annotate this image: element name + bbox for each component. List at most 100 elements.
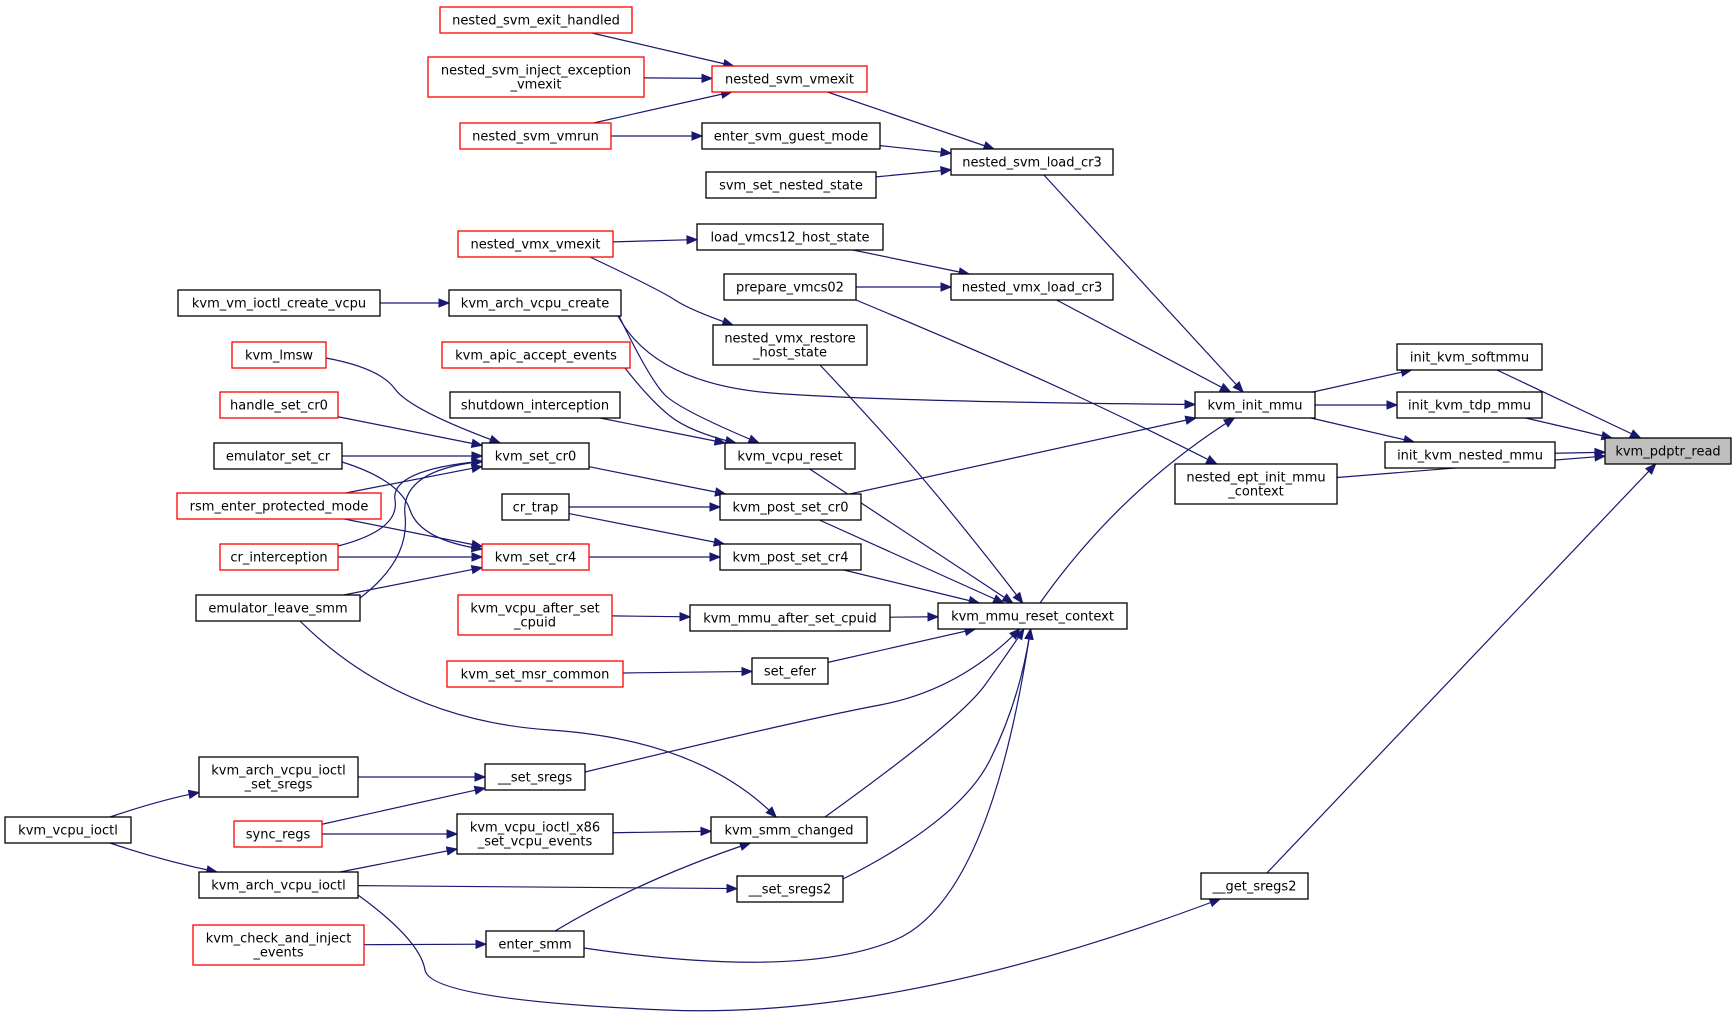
node-label: init_kvm_nested_mmu — [1397, 449, 1543, 464]
node-rsm_enter_protected_mode[interactable]: rsm_enter_protected_mode — [176, 492, 382, 520]
edge-kvm_vcpu_ioctl_x86_set_vcpu_events-to-kvm_smm_changed — [612, 830, 712, 834]
edge-emulator_leave_smm-to-kvm_set_cr4 — [343, 567, 483, 596]
node-kvm_vcpu_ioctl[interactable]: kvm_vcpu_ioctl — [4, 816, 132, 844]
arrowhead-icon — [446, 829, 459, 839]
node-kvm_vcpu_ioctl_x86_set_vcpu_events[interactable]: kvm_vcpu_ioctl_x86_set_vcpu_events — [456, 813, 614, 855]
node-label: sync_regs — [246, 828, 311, 843]
node-label: kvm_vcpu_reset — [737, 450, 842, 465]
node-kvm_apic_accept_events[interactable]: kvm_apic_accept_events — [441, 341, 631, 369]
arrowhead-icon — [1014, 627, 1025, 641]
node-label: __set_sregs — [497, 771, 572, 786]
node-box — [457, 230, 614, 258]
node-kvm_vcpu_after_set_cpuid[interactable]: kvm_vcpu_after_set_cpuid — [457, 594, 613, 636]
node-enter_svm_guest_mode[interactable]: enter_svm_guest_mode — [701, 122, 881, 150]
arrowhead-icon — [927, 612, 940, 622]
node-box — [1174, 463, 1338, 505]
node-box — [950, 273, 1114, 301]
node-label: nested_svm_vmrun — [472, 130, 599, 145]
edge-emulator_set_cr-to-kvm_set_cr4 — [341, 461, 483, 550]
node-label: init_kvm_tdp_mmu — [1408, 399, 1531, 414]
node-kvm_vcpu_reset[interactable]: kvm_vcpu_reset — [724, 442, 856, 470]
node-label: _events — [252, 946, 304, 961]
node-kvm_post_set_cr4[interactable]: kvm_post_set_cr4 — [719, 543, 862, 571]
arrowhead-icon — [488, 434, 502, 444]
node-cr_interception[interactable]: cr_interception — [219, 543, 339, 571]
edge-__get_sregs2-to-kvm_pdptr_read — [1266, 463, 1657, 874]
edge-kvm_arch_vcpu_ioctl-to-kvm_vcpu_ioctl_x86_set_vcpu_events — [339, 848, 458, 873]
node-label: kvm_set_cr4 — [495, 551, 577, 566]
node-label: kvm_lmsw — [245, 349, 313, 364]
node-prepare_vmcs02[interactable]: prepare_vmcs02 — [723, 273, 857, 301]
edge-kvm_mmu_reset_context-to-kvm_init_mmu — [1039, 417, 1235, 604]
node-emulator_leave_smm[interactable]: emulator_leave_smm — [195, 594, 361, 622]
edge-enter_smm-to-kvm_smm_changed — [554, 842, 751, 932]
node-box — [937, 602, 1128, 630]
node-kvm_smm_changed[interactable]: kvm_smm_changed — [710, 816, 868, 844]
edge-svm_set_nested_state-to-nested_svm_load_cr3 — [875, 169, 952, 178]
node-sync_regs[interactable]: sync_regs — [233, 820, 323, 848]
node-kvm_arch_vcpu_create[interactable]: kvm_arch_vcpu_create — [448, 289, 622, 317]
node-kvm_arch_vcpu_ioctl[interactable]: kvm_arch_vcpu_ioctl — [198, 871, 359, 899]
node-kvm_mmu_reset_context[interactable]: kvm_mmu_reset_context — [937, 602, 1128, 630]
node-box — [198, 871, 359, 899]
node-shutdown_interception[interactable]: shutdown_interception — [449, 391, 621, 419]
arrowhead-icon — [473, 785, 487, 795]
node-nested_svm_load_cr3[interactable]: nested_svm_load_cr3 — [950, 148, 1114, 176]
node-label: cr_interception — [230, 551, 327, 566]
arrowhead-icon — [1012, 591, 1024, 605]
node-box — [448, 289, 622, 317]
node-box — [456, 813, 614, 855]
node-nested_svm_exit_handled[interactable]: nested_svm_exit_handled — [439, 6, 633, 34]
node-box — [231, 341, 327, 369]
node-svm_set_nested_state[interactable]: svm_set_nested_state — [705, 171, 877, 199]
node-kvm_mmu_after_set_cpuid[interactable]: kvm_mmu_after_set_cpuid — [689, 604, 891, 632]
node-nested_vmx_load_cr3[interactable]: nested_vmx_load_cr3 — [950, 273, 1114, 301]
node-__set_sregs[interactable]: __set_sregs — [484, 763, 586, 791]
node-box — [1396, 343, 1543, 371]
node-kvm_pdptr_read[interactable]: kvm_pdptr_read — [1604, 437, 1732, 465]
node-__get_sregs2[interactable]: __get_sregs2 — [1200, 872, 1309, 900]
edge-kvm_vcpu_after_set_cpuid-to-kvm_mmu_after_set_cpuid — [611, 615, 691, 618]
node-label: rsm_enter_protected_mode — [190, 500, 369, 515]
node-load_vmcs12_host_state[interactable]: load_vmcs12_host_state — [696, 223, 884, 251]
arrowhead-icon — [1205, 455, 1218, 465]
edge-kvm_post_set_cr0-to-kvm_init_mmu — [849, 417, 1196, 495]
edge-prepare_vmcs02-to-nested_ept_init_mmu_context — [855, 299, 1218, 465]
node-label: enter_smm — [498, 938, 571, 953]
node-kvm_lmsw[interactable]: kvm_lmsw — [231, 341, 327, 369]
node-kvm_set_cr4[interactable]: kvm_set_cr4 — [481, 543, 590, 571]
node-init_kvm_softmmu[interactable]: init_kvm_softmmu — [1396, 343, 1543, 371]
node-init_kvm_tdp_mmu[interactable]: init_kvm_tdp_mmu — [1396, 391, 1543, 419]
edge-shutdown_interception-to-kvm_vcpu_reset — [599, 417, 726, 444]
arrowhead-icon — [1184, 399, 1197, 410]
node-nested_vmx_vmexit[interactable]: nested_vmx_vmexit — [457, 230, 614, 258]
node-init_kvm_nested_mmu[interactable]: init_kvm_nested_mmu — [1384, 441, 1556, 469]
node-__set_sregs2[interactable]: __set_sregs2 — [736, 875, 844, 903]
edge-__set_sregs-to-kvm_mmu_reset_context — [584, 628, 1021, 773]
node-cr_trap[interactable]: cr_trap — [501, 493, 570, 521]
node-nested_svm_inject_exception_vmexit[interactable]: nested_svm_inject_exception_vmexit — [427, 56, 645, 98]
node-kvm_set_cr0[interactable]: kvm_set_cr0 — [481, 442, 590, 470]
node-kvm_set_msr_common[interactable]: kvm_set_msr_common — [446, 660, 624, 688]
node-kvm_vm_ioctl_create_vcpu[interactable]: kvm_vm_ioctl_create_vcpu — [177, 289, 381, 317]
arrowhead-icon — [470, 539, 484, 549]
arrowhead-icon — [765, 806, 778, 818]
edge-kvm_init_mmu-to-init_kvm_nested_mmu — [1310, 417, 1415, 443]
node-handle_set_cr0[interactable]: handle_set_cr0 — [219, 391, 339, 419]
node-kvm_init_mmu[interactable]: kvm_init_mmu — [1194, 391, 1316, 419]
arrowhead-icon — [1629, 429, 1642, 439]
node-emulator_set_cr[interactable]: emulator_set_cr — [213, 442, 343, 470]
edge-sync_regs-to-__set_sregs — [321, 787, 486, 825]
node-label: _vmexit — [509, 78, 561, 93]
arrowhead-icon — [940, 147, 953, 157]
node-kvm_check_and_inject_events[interactable]: kvm_check_and_inject_events — [192, 924, 365, 966]
edge-nested_vmx_load_cr3-to-kvm_init_mmu — [1056, 299, 1231, 393]
node-kvm_post_set_cr0[interactable]: kvm_post_set_cr0 — [719, 493, 862, 521]
node-nested_ept_init_mmu_context[interactable]: nested_ept_init_mmu_context — [1174, 463, 1338, 505]
node-nested_vmx_restore_host_state[interactable]: nested_vmx_restore_host_state — [712, 324, 868, 366]
node-kvm_arch_vcpu_ioctl_set_sregs[interactable]: kvm_arch_vcpu_ioctl_set_sregs — [198, 756, 359, 798]
node-set_efer[interactable]: set_efer — [751, 657, 829, 685]
node-nested_svm_vmrun[interactable]: nested_svm_vmrun — [459, 122, 612, 150]
node-enter_smm[interactable]: enter_smm — [485, 930, 585, 958]
node-nested_svm_vmexit[interactable]: nested_svm_vmexit — [711, 65, 868, 93]
